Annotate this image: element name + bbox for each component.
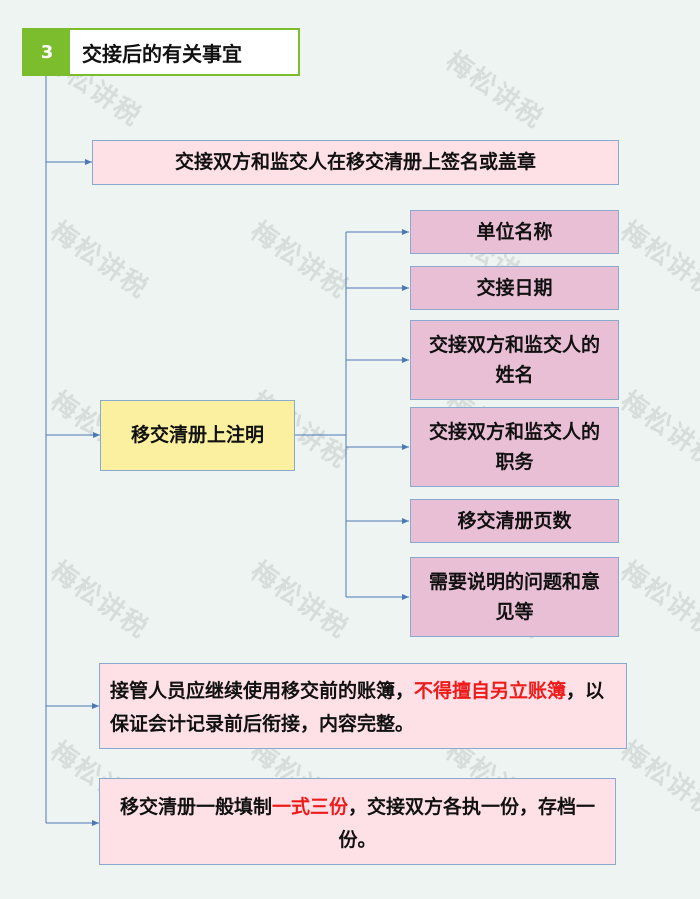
ledger-text-1: 接管人员应继续使用移交前的账簿， [110, 680, 415, 702]
item-box: 交接双方和监交人的职务 [410, 407, 619, 487]
section-header: 3 交接后的有关事宜 [22, 28, 300, 76]
section-number-badge: 3 [24, 30, 70, 74]
item-box: 需要说明的问题和意见等 [410, 557, 619, 637]
section-title: 交接后的有关事宜 [82, 41, 242, 66]
ledger-highlight: 不得擅自另立账簿 [414, 680, 567, 702]
copies-text-2: ，交接双方各执一份，存档一份。 [338, 796, 596, 852]
copies-box: 移交清册一般填制一式三份，交接双方各执一份，存档一份。 [99, 778, 616, 865]
copies-highlight: 一式三份 [271, 796, 348, 818]
item-box: 单位名称 [410, 210, 619, 254]
item-box: 交接双方和监交人的姓名 [410, 320, 619, 400]
note-box: 移交清册上注明 [100, 400, 295, 471]
ledger-text-2: ，以保证会计记录前后衔接，内容完整。 [110, 680, 605, 736]
sign-box: 交接双方和监交人在移交清册上签名或盖章 [92, 140, 619, 185]
ledger-box: 接管人员应继续使用移交前的账簿，不得擅自另立账簿，以保证会计记录前后衔接，内容完… [99, 663, 627, 749]
copies-text-1: 移交清册一般填制 [119, 796, 272, 818]
item-box: 交接日期 [410, 266, 619, 310]
item-box: 移交清册页数 [410, 499, 619, 543]
